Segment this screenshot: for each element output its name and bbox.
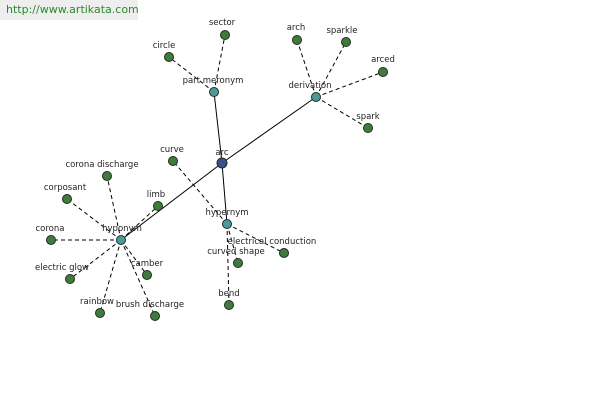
node-dot-sector[interactable] [220,30,230,40]
node-label-sector: sector [209,18,236,28]
edge-part-meronym-to-sector [213,34,226,93]
edge-part-meronym-to-circle [168,56,215,93]
edge-hyponym-to-limb [120,205,159,241]
node-label-arch: arch [287,23,306,33]
node-camber[interactable]: camber [131,259,164,280]
node-dot-camber[interactable] [142,270,152,280]
node-label-spark: spark [356,112,380,122]
node-circle[interactable]: circle [153,41,176,62]
node-label-corona-discharge: corona discharge [65,160,138,170]
node-spark[interactable]: spark [356,112,380,133]
node-label-curve: curve [160,145,184,155]
node-dot-bend[interactable] [224,300,234,310]
node-dot-corona[interactable] [46,235,56,245]
node-dot-arced[interactable] [378,67,388,77]
node-dot-hyponym[interactable] [116,235,126,245]
node-corposant[interactable]: corposant [44,183,87,204]
edge-derivation-to-spark [315,96,369,129]
node-label-corona: corona [36,224,65,234]
node-label-corposant: corposant [44,183,87,193]
nodes-layer: arc part meronym derivation hypernym hyponym… [35,18,395,321]
node-label-arced: arced [371,55,395,65]
node-rainbow[interactable]: rainbow [80,297,114,318]
node-curved-shape[interactable]: curved shape [207,247,265,268]
node-dot-circle[interactable] [164,52,174,62]
node-label-part-meronym: part meronym [183,76,244,86]
node-label-arc: arc [215,148,229,158]
watermark-url[interactable]: http://www.artikata.com [0,0,139,20]
node-dot-spark[interactable] [363,123,373,133]
edge-hyponym-to-corona-discharge [106,175,122,241]
node-electric-glow[interactable]: electric glow [35,263,89,284]
node-limb[interactable]: limb [147,190,165,211]
node-label-hyponym: hyponym [102,224,142,234]
node-label-limb: limb [147,190,165,200]
node-sector[interactable]: sector [209,18,236,40]
node-label-electrical-conduction: electrical conduction [228,237,317,247]
node-hyponym[interactable]: hyponym [102,224,142,245]
node-arced[interactable]: arced [371,55,395,77]
node-label-sparkle: sparkle [326,26,357,36]
node-dot-part-meronym[interactable] [209,87,219,97]
edge-hyponym-to-camber [120,239,148,276]
edge-arc-to-part-meronym [213,91,223,164]
node-corona-discharge[interactable]: corona discharge [65,160,139,181]
node-dot-derivation[interactable] [311,92,321,102]
node-label-curved-shape: curved shape [207,247,265,257]
node-dot-limb[interactable] [153,201,163,211]
edge-arc-to-derivation [221,96,317,164]
node-label-circle: circle [153,41,176,51]
node-label-brush-discharge: brush discharge [116,300,184,310]
edge-hyponym-to-rainbow [99,239,122,314]
node-dot-arch[interactable] [292,35,302,45]
node-dot-electric-glow[interactable] [65,274,75,284]
node-dot-corposant[interactable] [62,194,72,204]
edge-hypernym-to-electrical-conduction [226,223,285,254]
node-dot-curve[interactable] [168,156,178,166]
edge-arc-to-hypernym [221,162,228,225]
node-arc[interactable]: arc [215,148,229,169]
node-dot-hypernym[interactable] [222,219,232,229]
node-sparkle[interactable]: sparkle [326,26,358,47]
node-dot-corona-discharge[interactable] [102,171,112,181]
node-label-derivation: derivation [288,81,331,91]
node-label-hypernym: hypernym [205,208,248,218]
edge-derivation-to-sparkle [315,41,347,98]
edge-hyponym-to-corposant [66,198,122,241]
node-part-meronym[interactable]: part meronym [183,76,244,97]
node-dot-electrical-conduction[interactable] [279,248,289,258]
node-label-camber: camber [131,259,164,269]
node-label-rainbow: rainbow [80,297,114,307]
node-bend[interactable]: bend [218,289,240,310]
edges-layer [51,34,384,317]
edge-derivation-to-arch [296,39,317,98]
node-dot-rainbow[interactable] [95,308,105,318]
node-curve[interactable]: curve [160,145,184,166]
node-dot-curved-shape[interactable] [233,258,243,268]
node-brush-discharge[interactable]: brush discharge [116,300,184,321]
node-label-bend: bend [218,289,239,299]
node-arch[interactable]: arch [287,23,306,45]
node-label-electric-glow: electric glow [35,263,89,273]
node-corona[interactable]: corona [36,224,65,245]
edge-derivation-to-arced [315,71,384,98]
node-electrical-conduction[interactable]: electrical conduction [228,237,317,258]
node-hypernym[interactable]: hypernym [205,208,249,229]
edge-arc-to-hyponym [120,162,223,241]
node-dot-arc[interactable] [216,157,228,169]
node-derivation[interactable]: derivation [288,81,332,102]
node-dot-sparkle[interactable] [341,37,351,47]
node-dot-brush-discharge[interactable] [150,311,160,321]
edge-hyponym-to-electric-glow [69,239,122,280]
